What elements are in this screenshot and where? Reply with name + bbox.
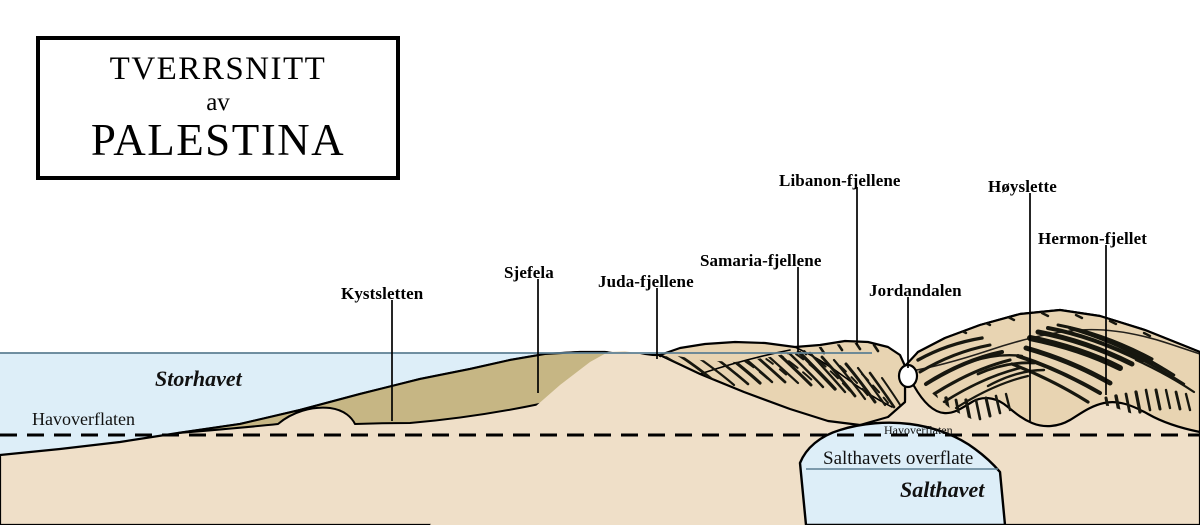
- callout-label-kystsletten: Kystsletten: [341, 284, 424, 303]
- salthavets-overflate-label: Salthavets overflate: [823, 448, 974, 469]
- salthavet-label: Salthavet: [900, 477, 985, 502]
- callout-label-hermon-fjellet: Hermon-fjellet: [1038, 229, 1148, 248]
- title-line-2: av: [206, 89, 230, 116]
- hoyslette-hermon-plateau: [903, 308, 1200, 434]
- jordandalen-marker: [897, 363, 919, 389]
- havoverflaten-small-label: Havoverflaten: [884, 423, 953, 437]
- salthavet-basin: [798, 421, 1007, 525]
- callout-label-sjefela: Sjefela: [504, 263, 554, 282]
- title-cartouche: TVERRSNITT av PALESTINA: [36, 36, 400, 180]
- title-line-1: TVERRSNITT: [109, 51, 327, 87]
- callout-leader-lines: [391, 187, 1107, 421]
- title-line-3: PALESTINA: [90, 115, 346, 165]
- callout-label-hoyslette: Høyslette: [988, 177, 1057, 196]
- callout-label-libanon-fjellene: Libanon-fjellene: [779, 171, 901, 190]
- havoverflaten-label: Havoverflaten: [32, 409, 135, 429]
- storhavet-label: Storhavet: [155, 366, 242, 391]
- callout-label-jordandalen: Jordandalen: [869, 281, 962, 300]
- juda-hill: [430, 351, 905, 525]
- callout-label-samaria-fjellene: Samaria-fjellene: [700, 251, 822, 270]
- callout-label-juda-fjellene: Juda-fjellene: [598, 272, 694, 291]
